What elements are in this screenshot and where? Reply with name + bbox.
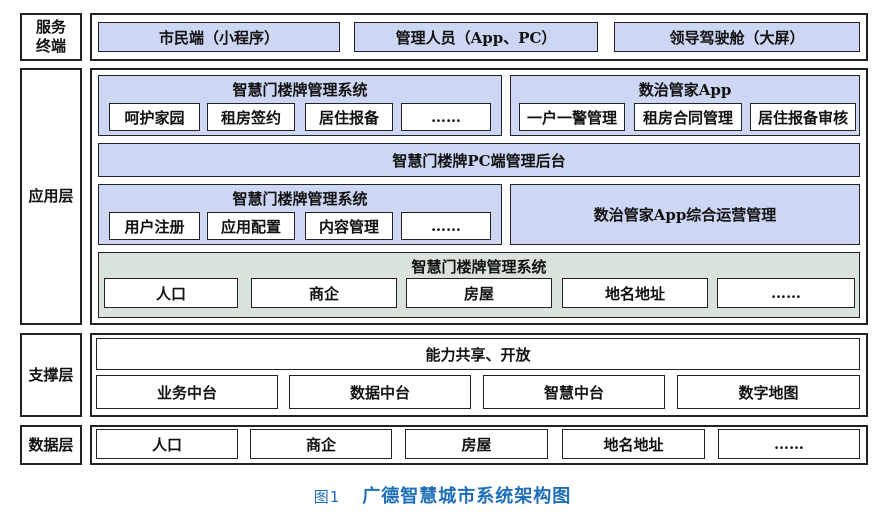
data-enterprise: 商企	[250, 429, 392, 459]
item-user-register: 用户注册	[109, 212, 200, 240]
item-care-home: 呵护家园	[109, 103, 200, 131]
figure-title: 广德智慧城市系统架构图	[362, 486, 572, 507]
platform-smart: 智慧中台	[483, 375, 665, 409]
layer-label-support: 支撑层	[20, 333, 82, 417]
shuzhi-app-title: 数治管家App	[638, 81, 732, 99]
item-more-2: ……	[401, 212, 491, 240]
layer-label-data: 数据层	[20, 425, 82, 465]
terminal-manager: 管理人员（App、PC）	[354, 22, 598, 52]
layer-label-service: 服务 终端	[20, 13, 82, 61]
shuzhi-ops: 数治管家App综合运营管理	[510, 184, 860, 245]
item-residence-review: 居住报备审核	[750, 103, 856, 131]
item-enterprise: 商企	[251, 278, 397, 308]
item-more-3: ……	[717, 278, 855, 308]
item-residence-report: 居住报备	[305, 103, 393, 131]
smart-door-system-data-title: 智慧门楼牌管理系统	[411, 258, 547, 276]
data-address: 地名地址	[562, 429, 705, 459]
item-one-house-one-police: 一户一警管理	[519, 103, 625, 131]
data-population: 人口	[96, 429, 238, 459]
item-population: 人口	[104, 278, 238, 308]
terminal-leader-cockpit: 领导驾驶舱（大屏）	[614, 22, 860, 52]
layer-label-app: 应用层	[20, 68, 82, 325]
terminal-citizen: 市民端（小程序）	[98, 22, 340, 52]
item-content-manage: 内容管理	[305, 212, 393, 240]
item-address: 地名地址	[562, 278, 708, 308]
platform-data: 数据中台	[289, 375, 471, 409]
pc-backend: 智慧门楼牌PC端管理后台	[98, 143, 860, 177]
item-rental-sign: 租房签约	[207, 103, 295, 131]
smart-door-system-admin-title: 智慧门楼牌管理系统	[232, 190, 368, 208]
capability-sharing: 能力共享、开放	[96, 338, 860, 370]
smart-door-system-user-title: 智慧门楼牌管理系统	[232, 81, 368, 99]
platform-digital-map: 数字地图	[677, 375, 860, 409]
item-more-1: ……	[401, 103, 491, 131]
item-housing: 房屋	[406, 278, 552, 308]
data-housing: 房屋	[405, 429, 548, 459]
item-app-config: 应用配置	[207, 212, 295, 240]
item-rental-contract: 租房合同管理	[634, 103, 742, 131]
figure-number: 图1	[313, 488, 341, 506]
data-more: ……	[718, 429, 860, 459]
platform-business: 业务中台	[96, 375, 278, 409]
figure-caption: 图1 广德智慧城市系统架构图	[0, 482, 885, 508]
